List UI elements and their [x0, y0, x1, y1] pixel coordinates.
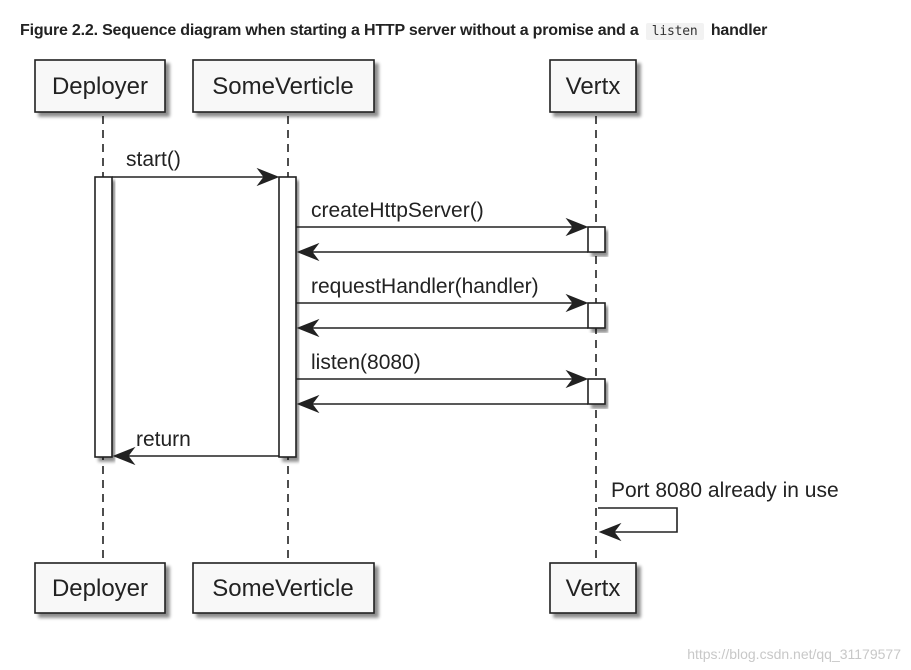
watermark: https://blog.csdn.net/qq_31179577: [687, 646, 901, 662]
someverticle-label-bottom: SomeVerticle: [212, 575, 353, 602]
someverticle-label-top: SomeVerticle: [212, 73, 353, 100]
deployer-activation: [94, 176, 113, 458]
vertx-activation-3: [587, 378, 606, 405]
return-label: return: [136, 428, 191, 451]
request-handler-arrowhead: [565, 293, 589, 313]
listen-arrowhead: [565, 369, 589, 389]
deployer-label-bottom: Deployer: [52, 575, 148, 602]
figure-caption: Figure 2.2. Sequence diagram when starti…: [20, 22, 767, 40]
caption-code: listen: [645, 23, 704, 40]
request-handler-return-arrowhead: [296, 318, 320, 338]
request-handler-label: requestHandler(handler): [311, 275, 539, 298]
vertx-box-bottom: Vertx: [549, 562, 637, 614]
self-message-arrow: [598, 507, 678, 533]
someverticle-box-bottom: SomeVerticle: [192, 562, 375, 614]
someverticle-box-top: SomeVerticle: [192, 59, 375, 113]
self-message-arrowhead: [598, 522, 622, 542]
start-label: start(): [126, 148, 181, 171]
caption-text: Figure 2.2. Sequence diagram when starti…: [20, 22, 639, 39]
create-http-server-label: createHttpServer(): [311, 199, 484, 222]
someverticle-activation: [278, 176, 297, 458]
create-http-server-arrowhead: [565, 217, 589, 237]
create-http-server-return-arrowhead: [296, 242, 320, 262]
vertx-box-top: Vertx: [549, 59, 637, 113]
deployer-label-top: Deployer: [52, 73, 148, 100]
vertx-activation-2: [587, 302, 606, 329]
deployer-box-top: Deployer: [34, 59, 166, 113]
vertx-activation-1: [587, 226, 606, 253]
self-note-label: Port 8080 already in use: [611, 479, 839, 502]
deployer-box-bottom: Deployer: [34, 562, 166, 614]
listen-return-arrowhead: [296, 394, 320, 414]
caption-text-end: handler: [710, 22, 768, 39]
vertx-label-bottom: Vertx: [566, 575, 621, 602]
listen-label: listen(8080): [311, 351, 421, 374]
start-arrowhead: [256, 167, 280, 187]
return-arrowhead: [112, 446, 136, 466]
vertx-label-top: Vertx: [566, 73, 621, 100]
